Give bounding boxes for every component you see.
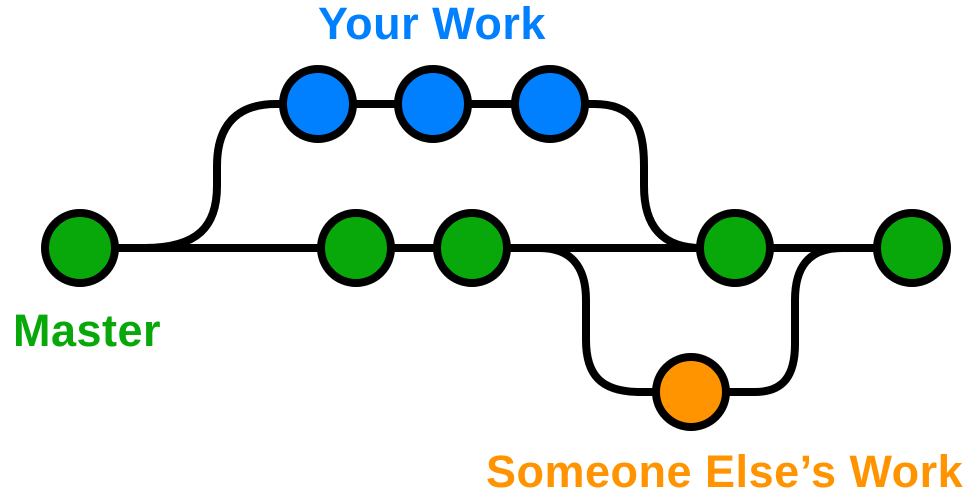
commit-node — [279, 65, 357, 143]
someone-else-nodes — [652, 353, 730, 431]
commit-node — [652, 353, 730, 431]
someone-else-label: Someone Else’s Work — [486, 446, 964, 496]
your-work-label: Your Work — [318, 0, 546, 49]
master-nodes — [41, 209, 951, 287]
commit-node — [317, 209, 395, 287]
commit-node — [41, 209, 119, 287]
commit-node — [873, 209, 951, 287]
commit-node — [696, 209, 774, 287]
someone-else-branch-line — [539, 244, 843, 396]
your-work-branch-line — [144, 100, 703, 252]
master-label: Master — [13, 305, 161, 356]
commit-node — [394, 65, 472, 143]
commit-node — [511, 65, 589, 143]
commit-node — [433, 209, 511, 287]
your-work-nodes — [279, 65, 589, 143]
